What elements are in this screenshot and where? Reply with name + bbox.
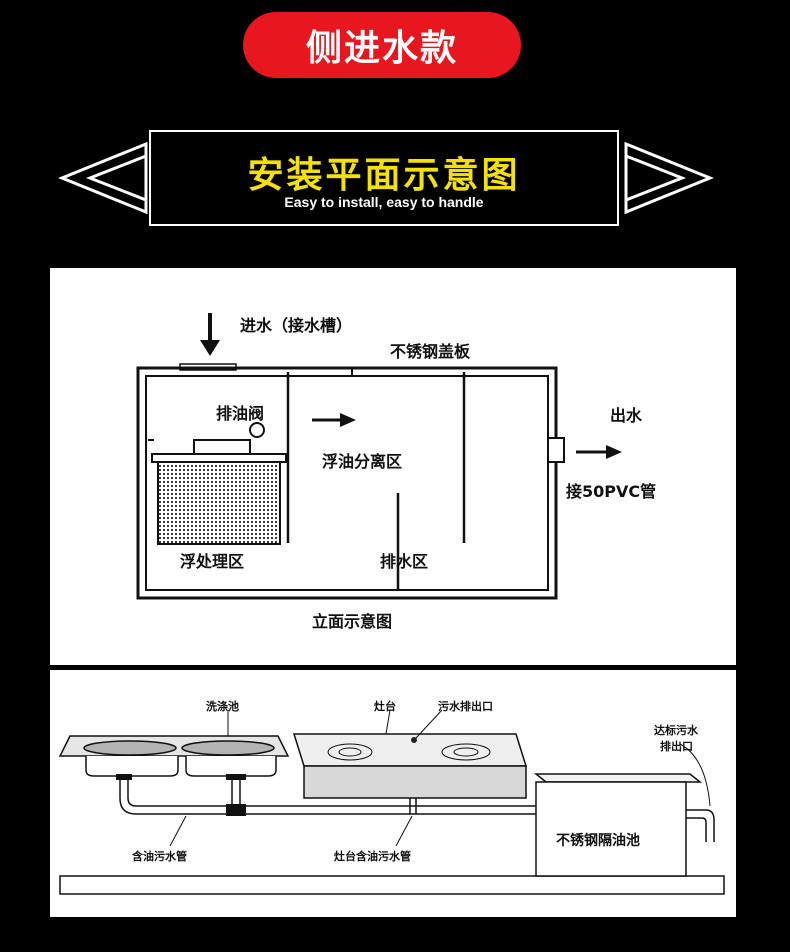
- banner-subtitle: Easy to install, easy to handle: [284, 194, 484, 210]
- kitchen-drawing: [58, 709, 725, 895]
- oil-zone-label: 浮油分离区: [322, 452, 403, 471]
- header-pill: 侧进水款: [243, 12, 521, 78]
- standard-outlet-label-1: 达标污水: [654, 724, 698, 737]
- tank-label: 不锈钢隔油池: [556, 833, 640, 849]
- elevation-caption: 立面示意图: [312, 612, 393, 631]
- oily-pipe-label: 含油污水管: [132, 850, 187, 863]
- inlet-label: 进水（接水槽）: [240, 316, 353, 335]
- pipe-label: 接50PVC管: [566, 482, 657, 501]
- stove-pipe-label: 灶台含油污水管: [334, 850, 411, 863]
- header-pill-text: 侧进水款: [305, 28, 458, 69]
- dirty-outlet-label: 污水排出口: [438, 700, 493, 713]
- right-arrow-icon: [624, 141, 714, 215]
- stove-label: 灶台: [374, 700, 396, 713]
- float-zone-label: 浮处理区: [180, 552, 245, 571]
- standard-outlet-label-2: 排出口: [660, 740, 693, 753]
- outlet-label: 出水: [610, 406, 643, 425]
- banner-title: 安装平面示意图: [247, 155, 521, 196]
- sink-label: 洗涤池: [206, 700, 239, 713]
- cover-label: 不锈钢盖板: [390, 342, 471, 361]
- kitchen-diagram: 洗涤池 灶台 污水排出口 达标污水 排出口 不锈钢隔油池 含油污水管 灶台含油污…: [50, 670, 736, 917]
- title-banner: 安装平面示意图 Easy to install, easy to handle: [149, 130, 619, 226]
- left-arrow-icon: [58, 141, 148, 215]
- drain-zone-label: 排水区: [380, 552, 429, 571]
- valve-label: 排油阀: [216, 404, 265, 423]
- elevation-drawing: [136, 313, 622, 600]
- elevation-diagram: 进水（接水槽） 不锈钢盖板 排油阀 浮油分离区 出水 接50PVC管 浮处理区 …: [50, 268, 736, 665]
